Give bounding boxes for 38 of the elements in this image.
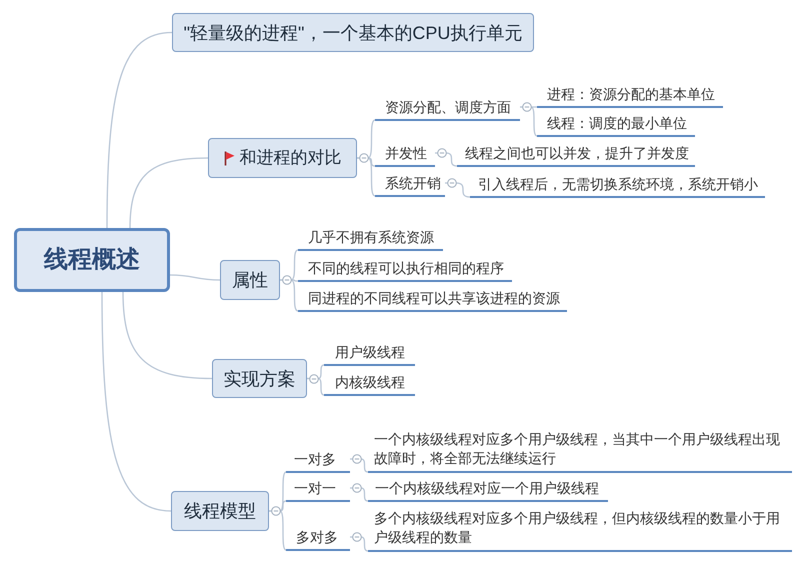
topic-text: 属性 xyxy=(232,270,268,290)
subtopic-text: 系统开销 xyxy=(385,174,441,193)
subtopic-text: 引入线程后，无需切换系统环境，系统开销小 xyxy=(478,175,758,194)
subtopic-text: 不同的线程可以执行相同的程序 xyxy=(308,259,504,278)
branch-line xyxy=(357,157,376,197)
subtopic-text: 用户级线程 xyxy=(335,343,405,362)
branch-line xyxy=(520,106,538,137)
branch-line xyxy=(280,279,298,312)
subtopic-text: 多对多 xyxy=(296,528,338,547)
branch-line xyxy=(129,157,208,228)
branch-line xyxy=(106,32,172,228)
branch-line xyxy=(101,292,172,512)
topic-text: 和进程的对比 xyxy=(240,148,342,168)
subtopic-text: 内核级线程 xyxy=(335,373,405,392)
subtopic-text: 进程：资源分配的基本单位 xyxy=(547,85,715,104)
branch-line xyxy=(170,274,220,281)
subtopic-text: 一对一 xyxy=(294,479,336,498)
branch-line xyxy=(269,510,286,551)
subtopic-text: 几乎不拥有系统资源 xyxy=(308,228,434,247)
branch-line xyxy=(122,292,212,380)
subtopic-text: 一个内核级线程对应多个用户级线程，当其中一个用户级线程出现故障时，将全部无法继续运行 xyxy=(374,430,781,468)
subtopic-text: 同进程的不同线程可以共享该进程的资源 xyxy=(308,289,560,308)
subtopic-text: 一个内核级线程对应一个用户级线程 xyxy=(375,479,599,498)
topic-box xyxy=(220,260,280,300)
topic-text: "轻量级的进程"，一个基本的CPU执行单元 xyxy=(184,22,522,42)
topic-text: 实现方案 xyxy=(224,368,296,388)
topic-text: 线程模型 xyxy=(184,501,256,521)
subtopic-text: 多个内核级线程对应多个用户级线程，但内核级线程的数量小于用户级线程的数量 xyxy=(374,508,781,546)
topic-box xyxy=(212,359,307,398)
subtopic-text: 资源分配、调度方面 xyxy=(385,98,511,117)
subtopic-text: 一对多 xyxy=(294,450,336,469)
central-topic-box xyxy=(14,228,170,292)
topic-box xyxy=(172,13,534,52)
subtopic-text: 并发性 xyxy=(385,144,427,163)
subtopic-text: 线程之间也可以并发，提升了并发度 xyxy=(465,144,689,163)
topic-box xyxy=(208,138,357,178)
topic-box xyxy=(171,491,269,531)
subtopic-text: 线程：调度的最小单位 xyxy=(547,114,687,133)
